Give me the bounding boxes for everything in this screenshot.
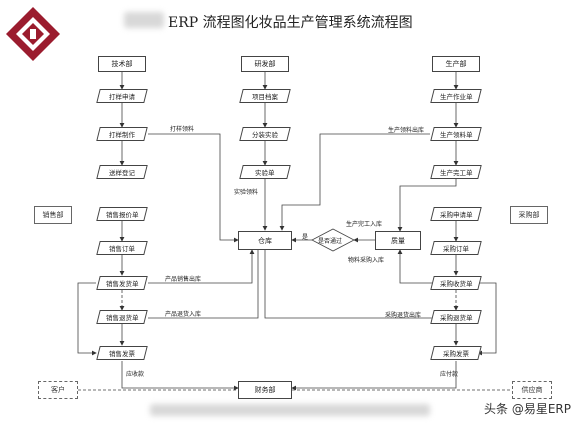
sales-step-2: 销售订单 bbox=[96, 241, 148, 255]
label-payable: 应付款 bbox=[440, 371, 459, 378]
prod-step-2-label: 生产领料单 bbox=[439, 131, 473, 139]
purchase-step-4: 采购退货单 bbox=[430, 310, 482, 324]
blurred-footer bbox=[150, 404, 430, 416]
page-title: ERP 流程图化妆品生产管理系统流程图 bbox=[168, 15, 413, 31]
tech-step-1-label: 打样申请 bbox=[109, 93, 135, 101]
supplier-box: 供应商 bbox=[512, 381, 552, 399]
tech-step-1: 打样申请 bbox=[96, 89, 148, 103]
rd-step-3: 实验单 bbox=[239, 165, 291, 179]
sales-step-4: 销售退货单 bbox=[96, 310, 148, 324]
tech-step-2-label: 打样制作 bbox=[109, 131, 135, 139]
rd-step-1: 项目档案 bbox=[239, 89, 291, 103]
sales-step-3: 销售发货单 bbox=[96, 276, 148, 290]
purchase-step-3: 采购收货单 bbox=[430, 276, 482, 290]
sales-step-5-label: 销售发票 bbox=[109, 350, 135, 358]
customer-box: 客户 bbox=[38, 381, 78, 399]
prod-step-2: 生产领料单 bbox=[430, 127, 482, 141]
sales-step-5: 销售发票 bbox=[96, 346, 148, 360]
dept-tech: 技术部 bbox=[98, 56, 146, 72]
tech-step-3-label: 送样登记 bbox=[109, 169, 135, 177]
dept-sales: 销售部 bbox=[34, 206, 72, 224]
prod-step-1: 生产作业单 bbox=[430, 89, 482, 103]
rd-step-1-label: 项目档案 bbox=[252, 93, 278, 101]
label-purchase-return-out: 采购退货出库 bbox=[385, 312, 422, 319]
dept-production: 生产部 bbox=[432, 56, 480, 72]
purchase-step-3-label: 采购收货单 bbox=[439, 280, 473, 288]
purchase-step-1-label: 采购申请单 bbox=[439, 211, 473, 219]
label-prod-pick-out: 生产领料出库 bbox=[388, 127, 425, 134]
label-material-purchase-in: 物料采购入库 bbox=[348, 257, 385, 264]
purchase-step-5: 采购发票 bbox=[430, 346, 482, 360]
sales-step-4-label: 销售退货单 bbox=[105, 314, 139, 322]
tech-step-2: 打样制作 bbox=[96, 127, 148, 141]
watermark: 头条 @易星ERP bbox=[484, 402, 571, 416]
label-sales-out: 产品销售出库 bbox=[165, 276, 202, 283]
prod-step-1-label: 生产作业单 bbox=[439, 93, 473, 101]
purchase-step-2-label: 采购订单 bbox=[443, 245, 469, 253]
rd-step-2: 分装实验 bbox=[239, 127, 291, 141]
warehouse-box: 仓库 bbox=[238, 231, 292, 250]
blurred-title-prefix bbox=[124, 12, 164, 28]
quality-box: 质量 bbox=[375, 231, 421, 250]
company-logo bbox=[6, 7, 60, 61]
label-experiment-pick: 实验领料 bbox=[234, 189, 259, 196]
purchase-step-5-label: 采购发票 bbox=[443, 350, 469, 358]
label-sample-pick: 打样领料 bbox=[170, 126, 195, 133]
rd-step-3-label: 实验单 bbox=[255, 169, 275, 177]
sales-step-2-label: 销售订单 bbox=[109, 245, 135, 253]
sales-step-1-label: 销售报价单 bbox=[105, 211, 139, 219]
dept-rd: 研发部 bbox=[241, 56, 289, 72]
label-receivable: 应收款 bbox=[126, 371, 145, 378]
tech-step-3: 送样登记 bbox=[96, 165, 148, 179]
purchase-step-1: 采购申请单 bbox=[430, 207, 482, 221]
sales-step-3-label: 销售发货单 bbox=[105, 280, 139, 288]
prod-step-3: 生产完工单 bbox=[430, 165, 482, 179]
decision-label: 是否通过 bbox=[318, 238, 343, 245]
finance-box: 财务部 bbox=[238, 381, 292, 399]
label-prod-finish-in: 生产完工入库 bbox=[346, 221, 383, 228]
prod-step-3-label: 生产完工单 bbox=[439, 169, 473, 177]
sales-step-1: 销售报价单 bbox=[96, 207, 148, 221]
label-yes: 是 bbox=[302, 234, 309, 241]
rd-step-2-label: 分装实验 bbox=[252, 131, 278, 139]
label-return-in: 产品退货入库 bbox=[165, 311, 202, 318]
purchase-step-4-label: 采购退货单 bbox=[439, 314, 473, 322]
purchase-step-2: 采购订单 bbox=[430, 241, 482, 255]
dept-purchase: 采购部 bbox=[510, 206, 548, 224]
